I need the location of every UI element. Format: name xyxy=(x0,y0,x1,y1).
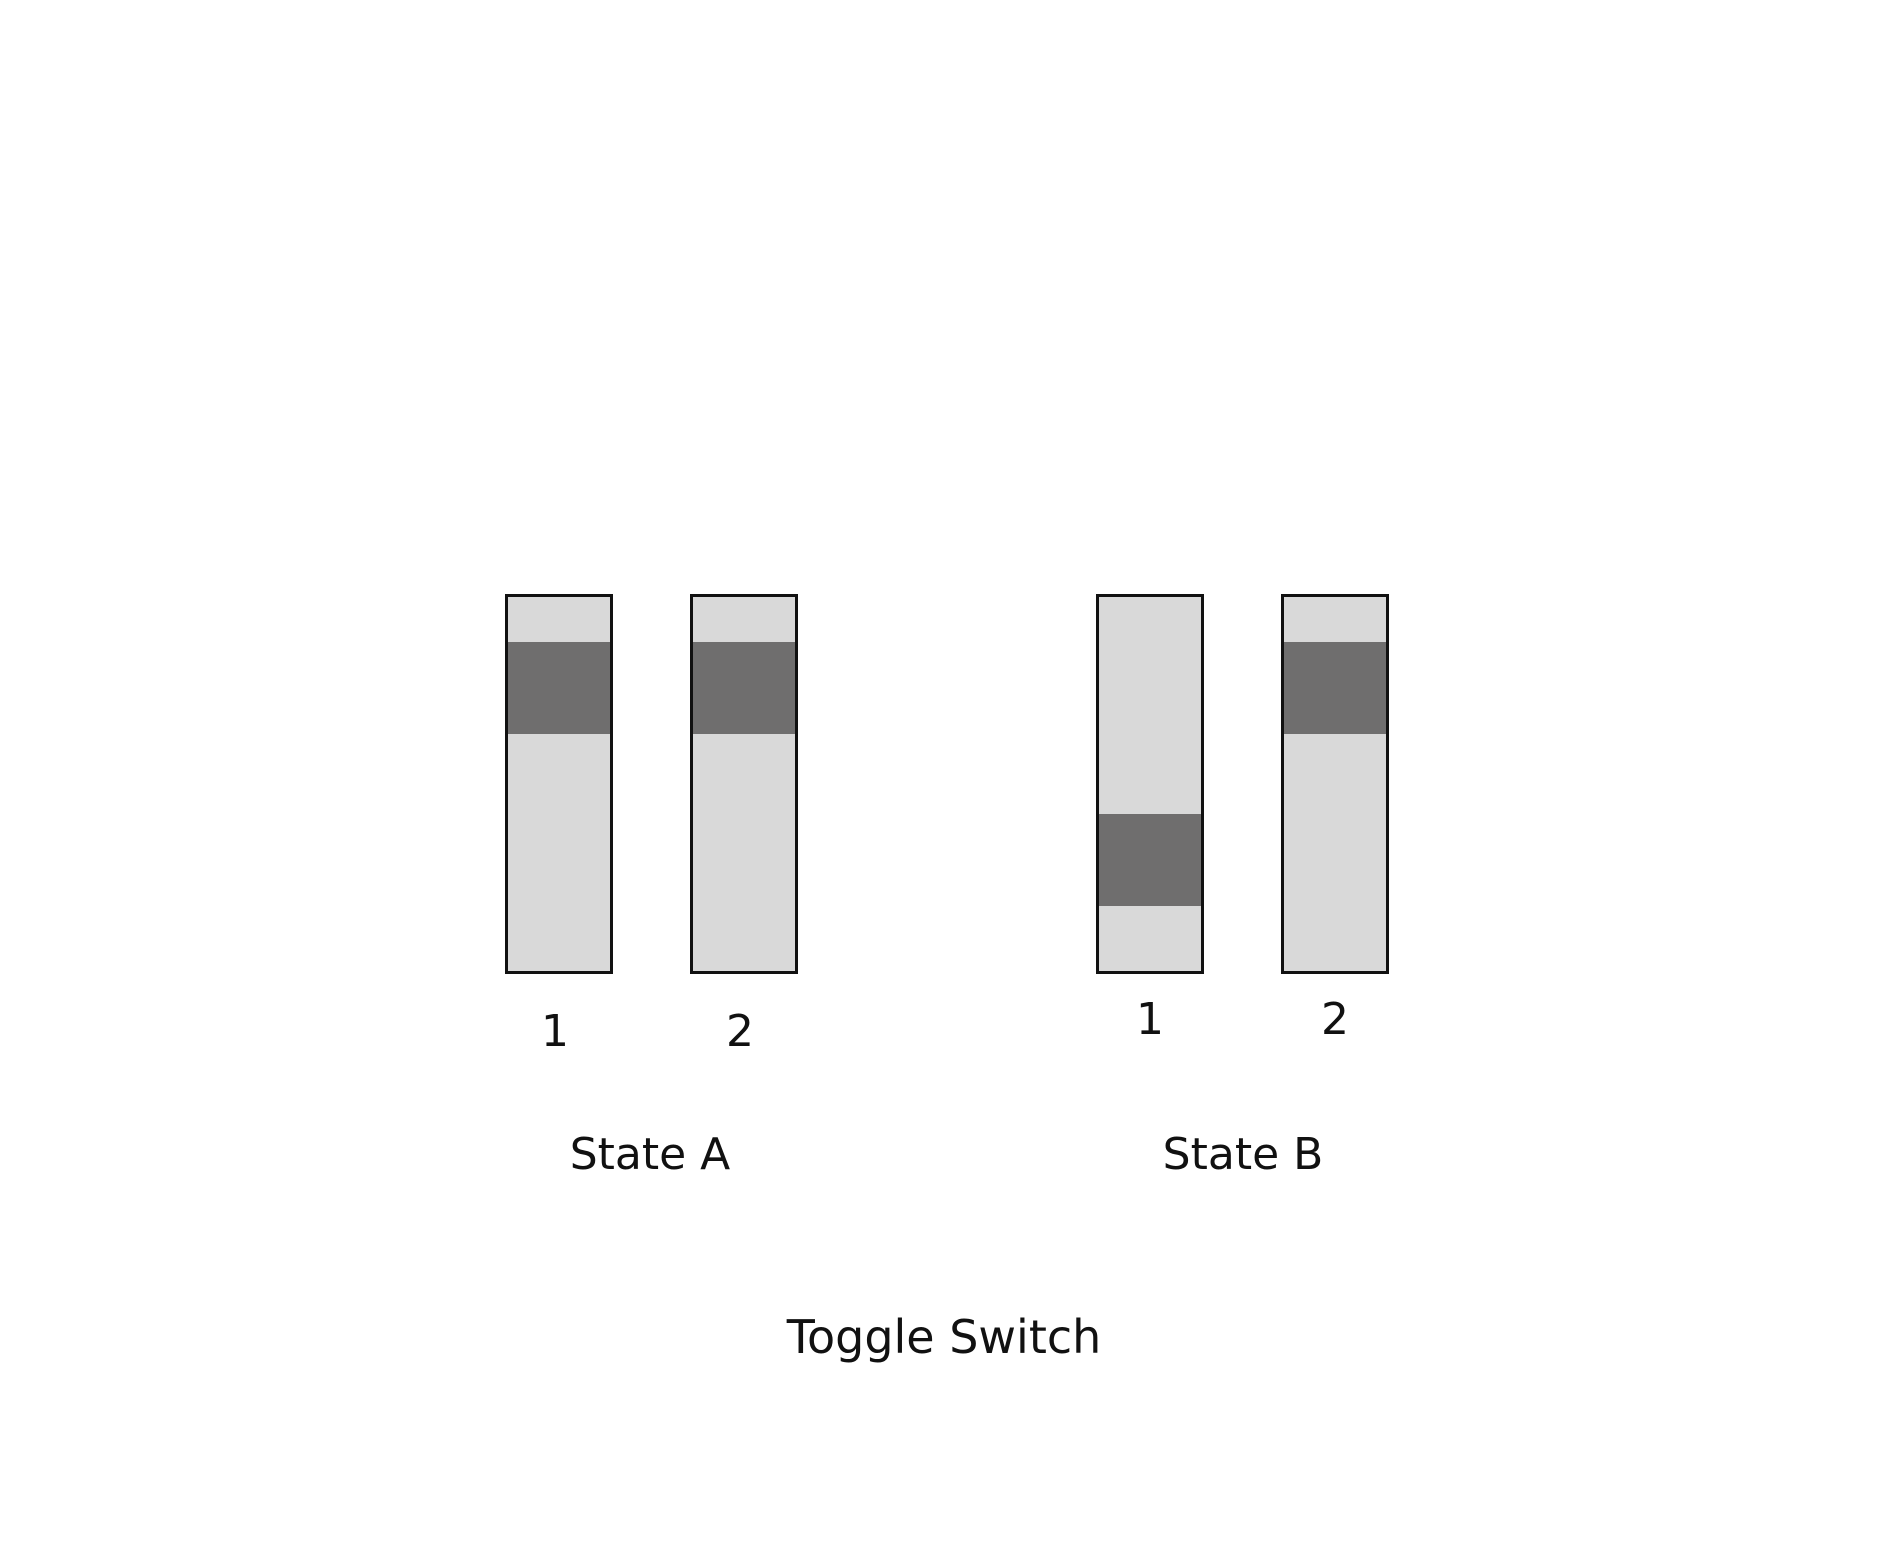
state-b-label: State B xyxy=(1162,1129,1324,1180)
state-a-label: State A xyxy=(569,1129,731,1180)
state-b-switch-2-knob xyxy=(1284,642,1386,734)
diagram-title: Toggle Switch xyxy=(786,1310,1102,1364)
state-a-switch-2-knob xyxy=(693,642,795,734)
state-b-switch-1-knob xyxy=(1099,814,1201,906)
state-b-switch-2[interactable] xyxy=(1281,594,1389,974)
state-b-switch-2-label: 2 xyxy=(1321,994,1349,1045)
state-a-switch-1-label: 1 xyxy=(541,1006,569,1057)
state-b-switch-1-label: 1 xyxy=(1136,994,1164,1045)
state-a-switch-1-knob xyxy=(508,642,610,734)
state-a-switch-2[interactable] xyxy=(690,594,798,974)
state-a-switch-2-label: 2 xyxy=(726,1006,754,1057)
state-a-switch-1[interactable] xyxy=(505,594,613,974)
state-b-switch-1[interactable] xyxy=(1096,594,1204,974)
